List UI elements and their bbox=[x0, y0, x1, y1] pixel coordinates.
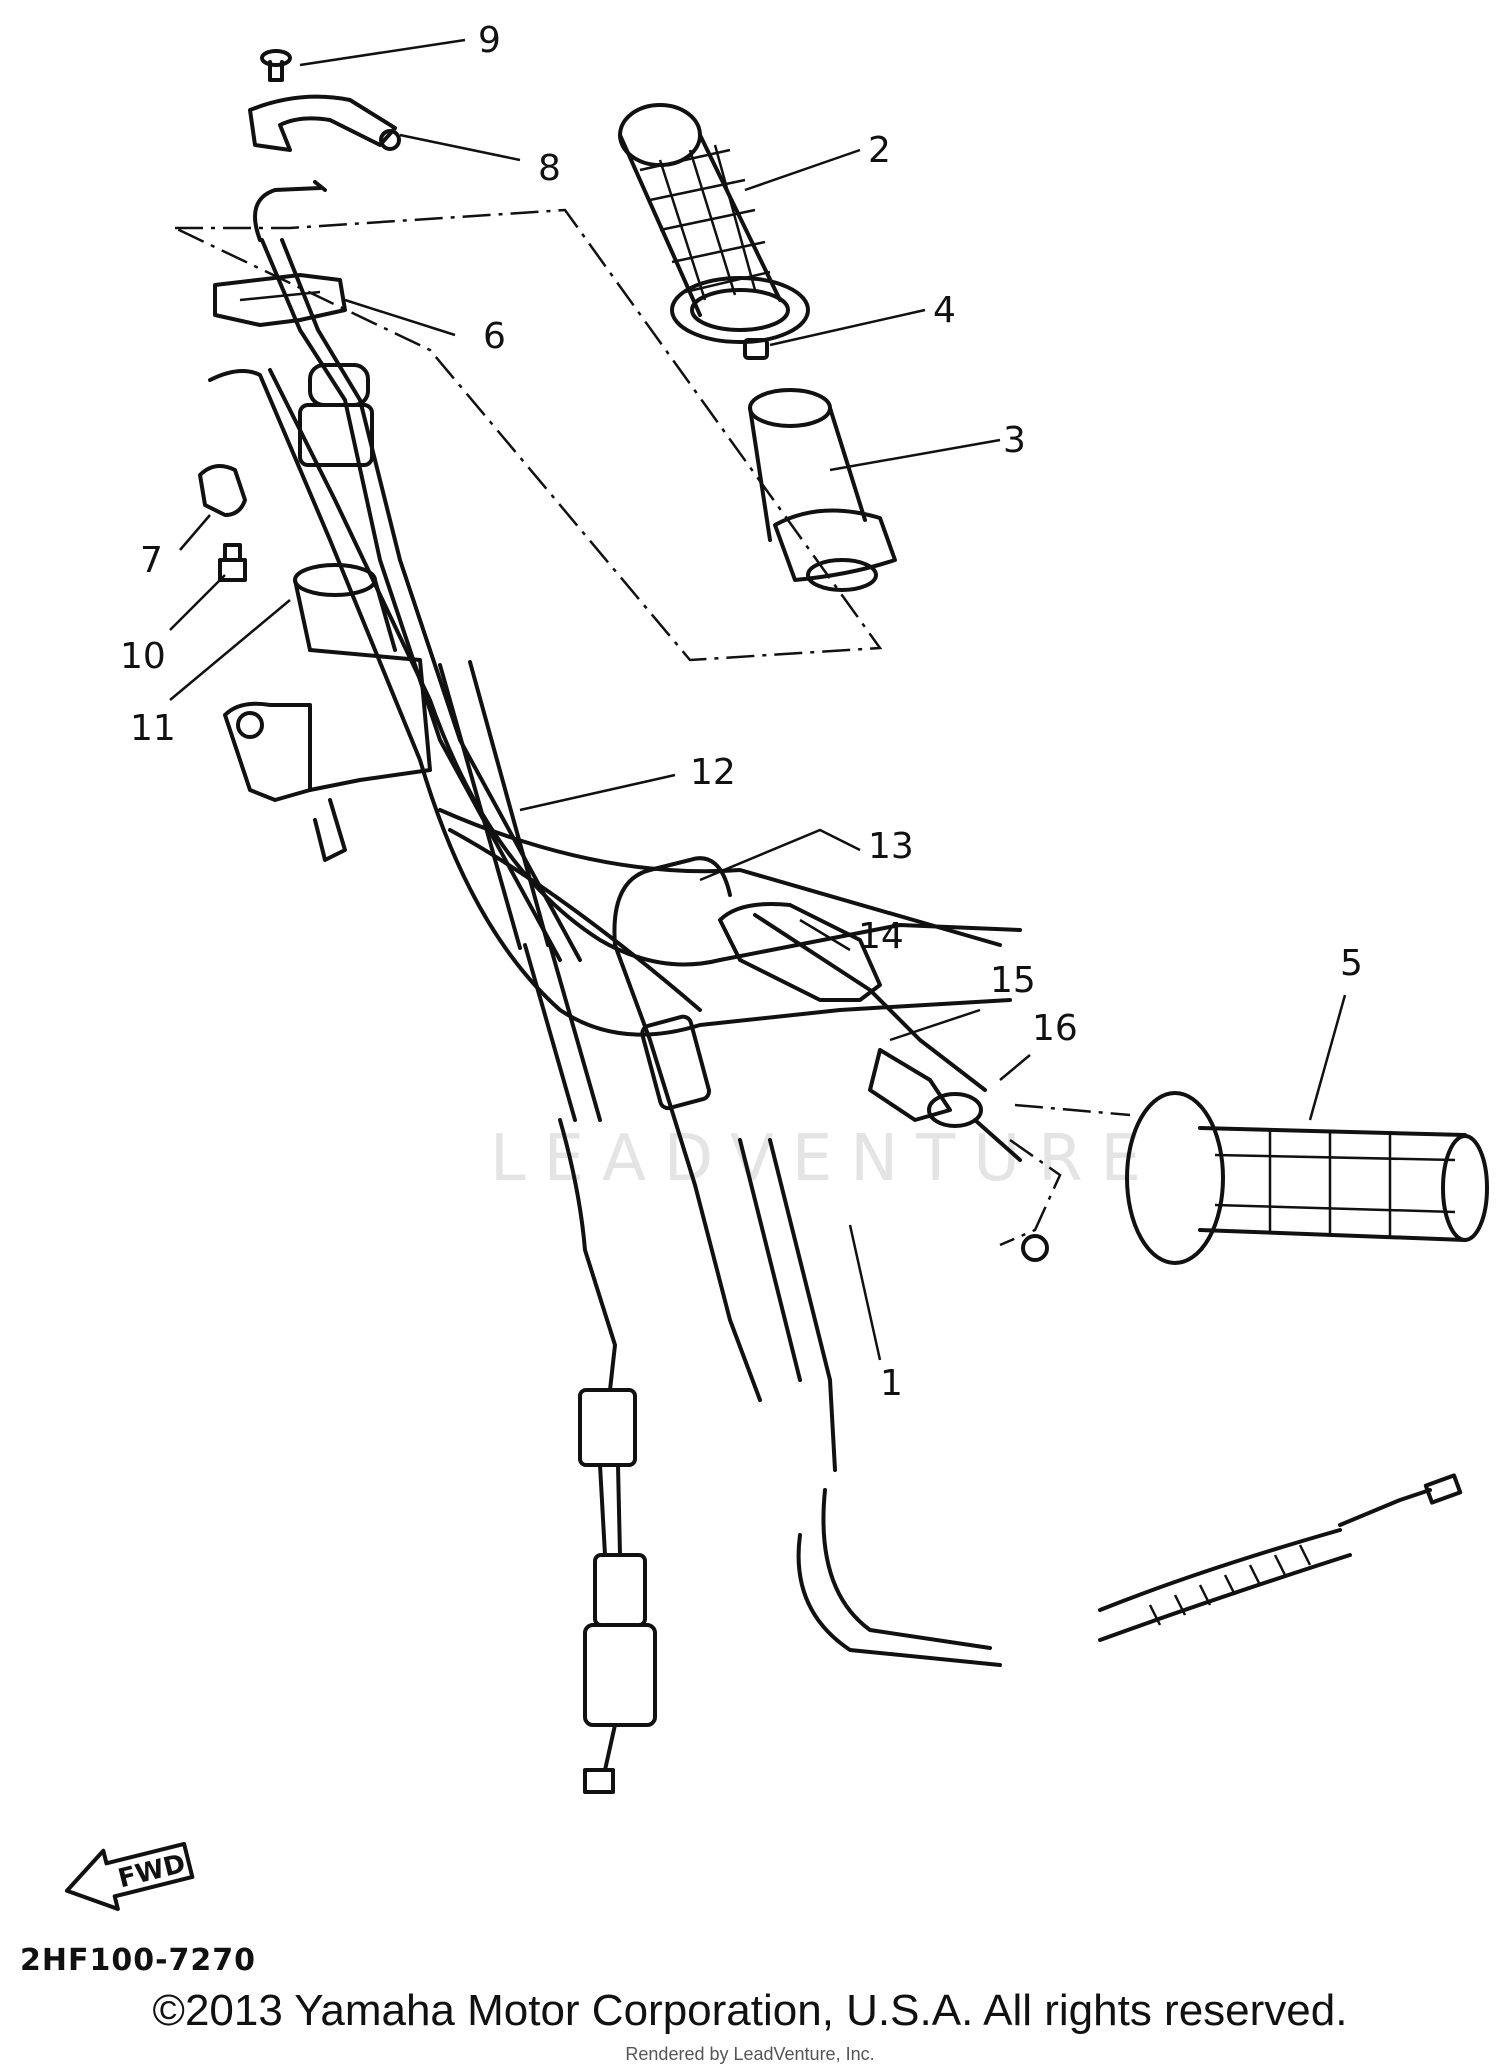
callout-13: 13 bbox=[868, 826, 914, 867]
callout-6: 6 bbox=[483, 316, 506, 357]
callout-8: 8 bbox=[538, 148, 561, 189]
callout-11: 11 bbox=[130, 708, 176, 749]
handlebar bbox=[208, 368, 1022, 1037]
bracket-bolt bbox=[218, 543, 247, 582]
throttle-tube bbox=[748, 388, 897, 592]
cap-screw bbox=[260, 49, 292, 82]
callout-14: 14 bbox=[858, 916, 904, 957]
throttle-cap bbox=[248, 94, 401, 152]
clutch-cable bbox=[612, 856, 1463, 1667]
assembly-outline bbox=[174, 208, 883, 662]
callout-9: 9 bbox=[478, 20, 501, 61]
callout-1: 1 bbox=[880, 1363, 903, 1404]
throttle-housing bbox=[213, 273, 347, 327]
diagram-code: 2HF100-7270 bbox=[20, 1943, 256, 1978]
left-grip bbox=[999, 1091, 1489, 1265]
throttle-grip bbox=[618, 103, 810, 344]
lever-holder bbox=[223, 563, 432, 862]
callout-2: 2 bbox=[868, 130, 891, 171]
callout-3: 3 bbox=[1003, 420, 1026, 461]
rendered-by-note: Rendered by LeadVenture, Inc. bbox=[625, 2044, 875, 2064]
callout-16: 16 bbox=[1032, 1008, 1078, 1049]
throttle-cable bbox=[253, 180, 657, 1794]
lever-bracket bbox=[198, 464, 247, 517]
copyright-notice: ©2013 Yamaha Motor Corporation, U.S.A. A… bbox=[152, 1986, 1348, 2035]
callout-7: 7 bbox=[140, 540, 163, 581]
callout-12: 12 bbox=[690, 752, 736, 793]
callout-15: 15 bbox=[990, 960, 1036, 1001]
callout-leaders bbox=[169, 38, 1347, 1361]
callout-4: 4 bbox=[933, 290, 956, 331]
cable-adjuster bbox=[868, 1048, 1022, 1162]
watermark-text: LEADVENTURE bbox=[490, 1122, 1159, 1196]
fwd-arrow: FWD bbox=[64, 1841, 195, 1911]
callout-5: 5 bbox=[1340, 943, 1363, 984]
grip-setscrew bbox=[743, 338, 769, 360]
callout-10: 10 bbox=[120, 636, 166, 677]
